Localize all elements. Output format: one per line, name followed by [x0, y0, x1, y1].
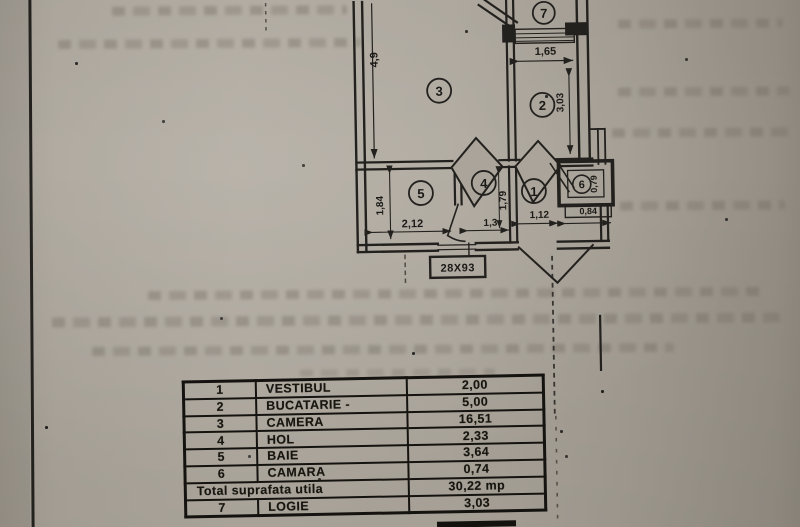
- room-circle-2: [529, 92, 556, 118]
- dim-line-1-79: [495, 166, 503, 229]
- room-circle-5: [408, 180, 434, 206]
- room-circle-4: [470, 170, 497, 196]
- window-callout-label: 28X93: [440, 262, 475, 275]
- window-callout-box: [428, 254, 487, 280]
- wall-room3-left: [352, 0, 367, 172]
- dashed-stub-left: [404, 254, 407, 289]
- entry-door-swing: [517, 243, 595, 285]
- window-pier-right: [564, 22, 589, 36]
- dim-0-84: 0,84: [579, 206, 597, 216]
- bath-window: [437, 243, 477, 251]
- dim-3-03: 3,03: [555, 92, 566, 112]
- room-number-cell: 2: [183, 397, 257, 417]
- dim-line-1-65: [509, 56, 574, 66]
- dim-line-1-3: [459, 226, 510, 235]
- wall-bottom-hol: [474, 241, 520, 252]
- page-fold-shadow: [0, 0, 30, 527]
- dim-4-9: 4,9: [368, 52, 380, 68]
- dim-line-2-12: [364, 227, 452, 236]
- room-number-cell: 7: [185, 498, 259, 518]
- short-solid-line: [598, 314, 603, 372]
- dim-1-12: 1,12: [529, 210, 549, 221]
- camara-outer-wall: [556, 158, 615, 208]
- room-circle-6: [571, 174, 592, 195]
- window-pier-left: [501, 24, 516, 43]
- dim-line-0-84: [557, 219, 612, 227]
- room-area-cell: 3,03: [408, 493, 546, 514]
- dim-line-1-84: [386, 165, 394, 240]
- dim-1-65: 1,65: [535, 46, 557, 58]
- dim-2-12: 2,12: [402, 218, 424, 230]
- wall-lower-left: [355, 168, 368, 254]
- room-label-3: 3: [435, 84, 442, 99]
- dim-line-1-12: [511, 220, 559, 228]
- room-label-6: 6: [579, 179, 585, 191]
- dashed-stub-top: [264, 2, 267, 35]
- dim-1-3: 1,3: [483, 218, 498, 229]
- room-circle-1: [520, 178, 547, 204]
- room-name-cell: LOGIE: [257, 495, 410, 516]
- room-number-cell: 6: [184, 465, 258, 484]
- cut-off-table-row: [436, 520, 517, 527]
- room-label-1: 1: [530, 184, 537, 199]
- room-number-cell: 4: [184, 431, 258, 450]
- room-circle-3: [426, 77, 453, 104]
- room-number-cell: 3: [183, 414, 257, 433]
- dim-0-79: 0,79: [589, 175, 599, 193]
- dashed-axis-line-upper: [551, 255, 556, 418]
- room-circle-7: [531, 0, 556, 25]
- dim-box-0-84: [564, 203, 613, 219]
- dim-line-3-03: [565, 68, 574, 154]
- room-label-2: 2: [539, 98, 546, 113]
- room-label-5: 5: [417, 186, 424, 201]
- dim-line-4-9: [370, 3, 378, 159]
- scan-noise-specks: [75, 62, 78, 65]
- room-label-7: 7: [540, 6, 547, 21]
- dim-1-84: 1,84: [375, 195, 386, 215]
- dashed-axis-line-lower: [555, 415, 559, 527]
- wall-hol-vestibul-divider: [507, 165, 519, 244]
- dim-1-79: 1,79: [498, 190, 509, 210]
- room-number-cell: 1: [183, 380, 257, 400]
- room-area-table: 1 VESTIBUL 2,00 2 BUCATARIE - 5,00 3 CAM…: [181, 373, 548, 519]
- baie-door-leaf: [446, 203, 466, 243]
- camara-inner-wall: [566, 169, 605, 199]
- wall-shaft-right-of-kitchen: [588, 127, 607, 165]
- room-label-4: 4: [480, 176, 488, 191]
- wall-bottom-left: [356, 242, 440, 254]
- room-number-cell: 5: [184, 448, 258, 467]
- kitchen-window-band-lines: [514, 32, 575, 42]
